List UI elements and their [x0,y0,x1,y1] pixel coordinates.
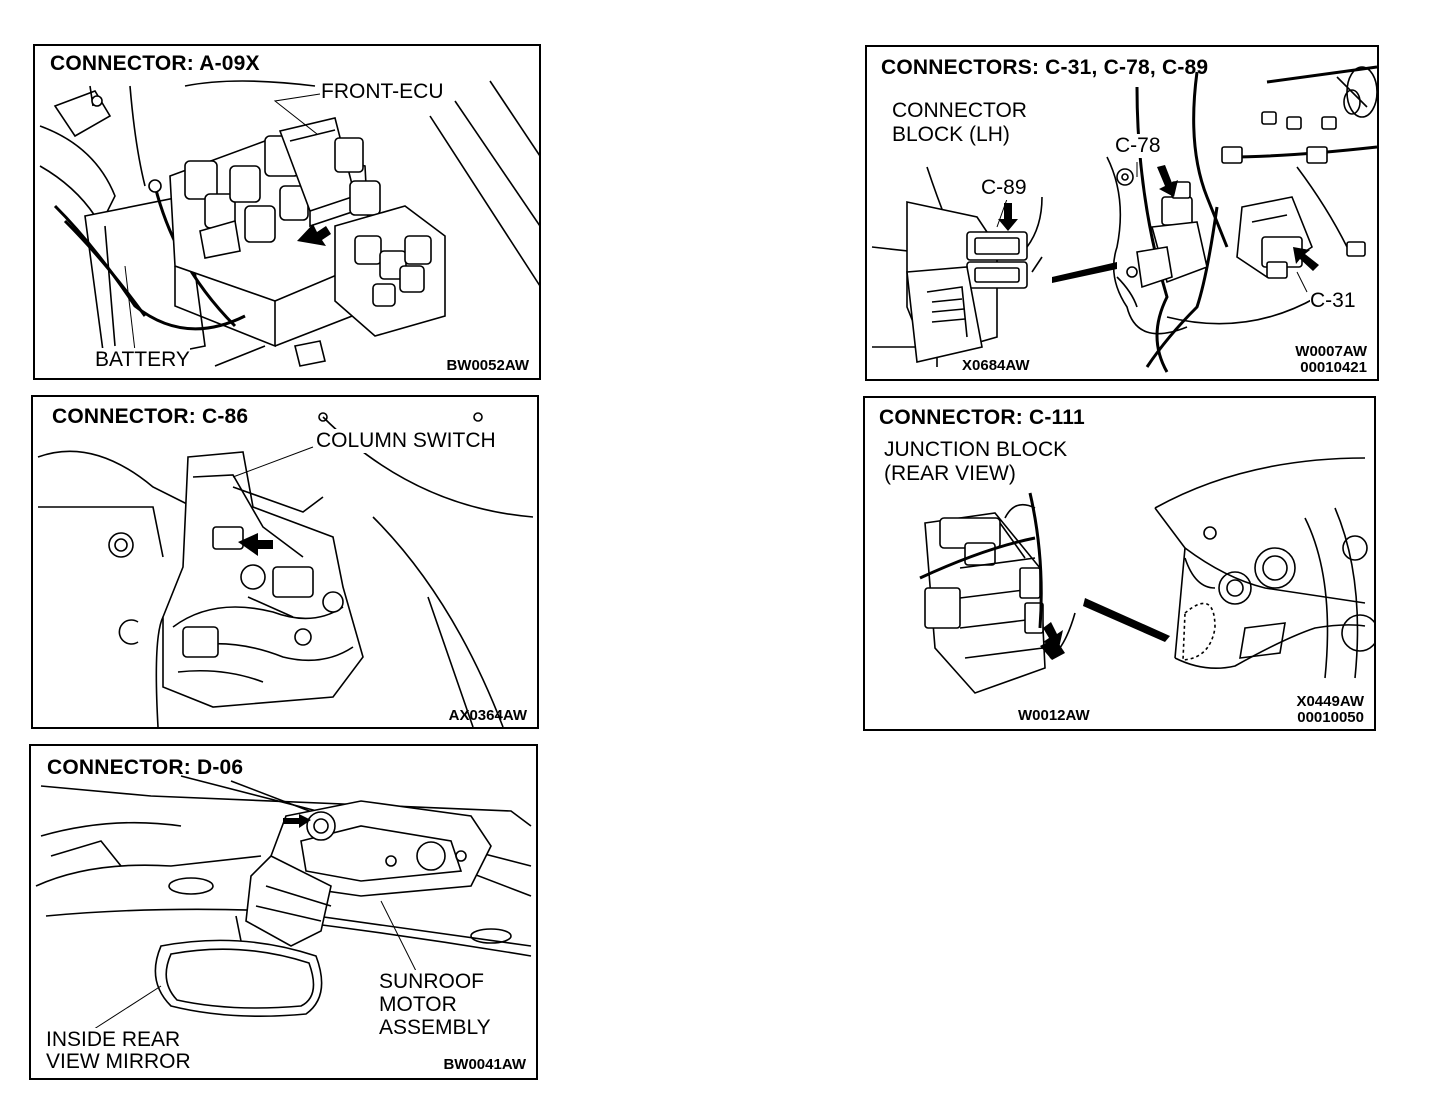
figure-code: AX0364AW [448,707,527,724]
roof-sunroof-illustration [35,775,532,1032]
connector-block-label-line-1: CONNECTOR [892,99,1027,122]
panel-title: CONNECTOR: D-06 [47,756,244,779]
c89-label: C-89 [981,176,1027,200]
panel-title: CONNECTOR: C-111 [879,406,1085,429]
column-switch-label: COLUMN SWITCH [316,429,496,453]
panel-connector-a09x: CONNECTOR: A-09X FRONT-ECU BATTERY BW005… [33,44,541,380]
sunroof-motor-label-line-2: MOTOR [379,993,457,1017]
panel-title: CONNECTORS: C-31, C-78, C-89 [881,56,1209,79]
figure-code-right-line-2: 00010421 [1300,359,1367,376]
sunroof-motor-label-line-1: SUNROOF [379,970,484,994]
junction-block-label-line-2: (REAR VIEW) [884,462,1016,485]
c31-label: C-31 [1310,289,1356,313]
battery-label: BATTERY [95,348,190,372]
figure-code-left: X0684AW [962,357,1030,374]
figure-code: BW0052AW [446,357,529,374]
mirror-label-line-1: INSIDE REAR [46,1028,181,1052]
junction-block-label-line-1: JUNCTION BLOCK [884,438,1068,461]
panel-connector-c86: CONNECTOR: C-86 COLUMN SWITCH AX0364AW [31,395,539,729]
figure-code-right-line-1: X0449AW [1296,693,1364,710]
figure-code-right-line-1: W0007AW [1295,343,1367,360]
column-switch-illustration [37,412,534,727]
connector-block-illustration [871,65,1377,373]
c78-label: C-78 [1115,134,1161,158]
panel-connector-d06: CONNECTOR: D-06 SUNROOF MOTOR ASSEMBLY I… [29,744,538,1080]
panel-title: CONNECTOR: C-86 [52,405,249,428]
panel-connectors-c31-c78-c89: CONNECTORS: C-31, C-78, C-89 CONNECTOR B… [865,45,1379,381]
mirror-label-line-2: VIEW MIRROR [46,1050,191,1074]
figure-code-left: W0012AW [1018,707,1090,724]
figure-code: BW0041AW [443,1056,526,1073]
front-ecu-label: FRONT-ECU [321,80,444,104]
sunroof-motor-label-line-3: ASSEMBLY [379,1016,491,1040]
panel-connector-c111: CONNECTOR: C-111 JUNCTION BLOCK (REAR VI… [863,396,1376,731]
panel-title: CONNECTOR: A-09X [50,52,260,75]
engine-bay-illustration [39,80,539,367]
junction-block-illustration [919,457,1374,694]
figure-code-right-line-2: 00010050 [1297,709,1364,726]
connector-block-label-line-2: BLOCK (LH) [892,123,1010,146]
